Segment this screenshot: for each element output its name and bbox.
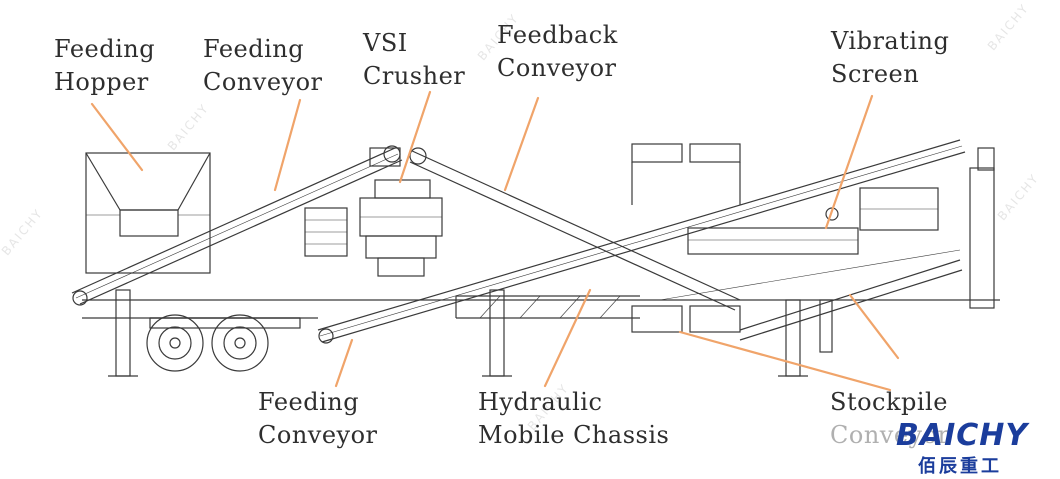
leader-feeding-conveyor-bottom [334, 338, 354, 388]
label-line: Conveyor [203, 68, 323, 96]
leader-vsi-crusher [398, 90, 432, 184]
feeding-hopper-drawing [85, 152, 211, 274]
chassis-drawing [82, 289, 1000, 377]
leader-lines [90, 90, 900, 392]
label-vibrating-screen: Vibrating Screen [831, 25, 949, 91]
wheels-drawing [146, 314, 269, 372]
feedback-conveyor-drawing [409, 147, 741, 311]
label-feeding-hopper: Feeding Hopper [54, 33, 155, 99]
leader-stockpile-conveyor-b [848, 293, 900, 360]
label-line: Conveyor [830, 421, 950, 449]
logo-chinese-name: 佰辰重工 [918, 456, 1002, 477]
label-vsi-crusher: VSI Crusher [363, 27, 465, 93]
label-line: Conveyor [258, 421, 378, 449]
label-line: Vibrating [831, 27, 950, 55]
label-line: Feeding [54, 35, 156, 63]
vsi-crusher-drawing [304, 179, 443, 277]
stockpile-conveyor-drawing [631, 249, 963, 341]
screen-feed-conveyor-drawing [317, 139, 966, 344]
leader-hydraulic-chassis [543, 288, 592, 388]
label-line: Hydraulic [478, 388, 603, 416]
label-line: Mobile Chassis [478, 421, 670, 449]
label-line: Feeding [203, 35, 305, 63]
logo-wordmark: BAICHY [896, 418, 1029, 453]
brand-logo: BAICHY 佰辰重工 [896, 418, 1046, 478]
leader-feeding-conveyor-top [273, 98, 302, 192]
label-line: Crusher [363, 62, 466, 90]
leader-vibrating-screen [824, 94, 874, 230]
label-feeding-conveyor-top: Feeding Conveyor [203, 33, 323, 99]
label-line: Stockpile [830, 388, 948, 416]
leader-feedback-conveyor [503, 96, 540, 192]
leader-stockpile-conveyor-a [678, 330, 892, 392]
label-stockpile-conveyor: Stockpile Conveyor [830, 386, 950, 452]
label-line: Hopper [54, 68, 149, 96]
label-line: Conveyor [497, 54, 617, 82]
upper-feeding-conveyor-drawing [71, 145, 403, 306]
label-hydraulic-chassis: Hydraulic Mobile Chassis [478, 386, 669, 452]
label-line: VSI [363, 29, 408, 57]
label-feedback-conveyor: Feedback Conveyor [497, 19, 618, 85]
vibrating-screen-drawing [631, 143, 995, 309]
label-feeding-conveyor-bottom: Feeding Conveyor [258, 386, 378, 452]
label-line: Feeding [258, 388, 360, 416]
leader-feeding-hopper [90, 102, 144, 172]
label-line: Screen [831, 60, 920, 88]
label-line: Feedback [497, 21, 618, 49]
